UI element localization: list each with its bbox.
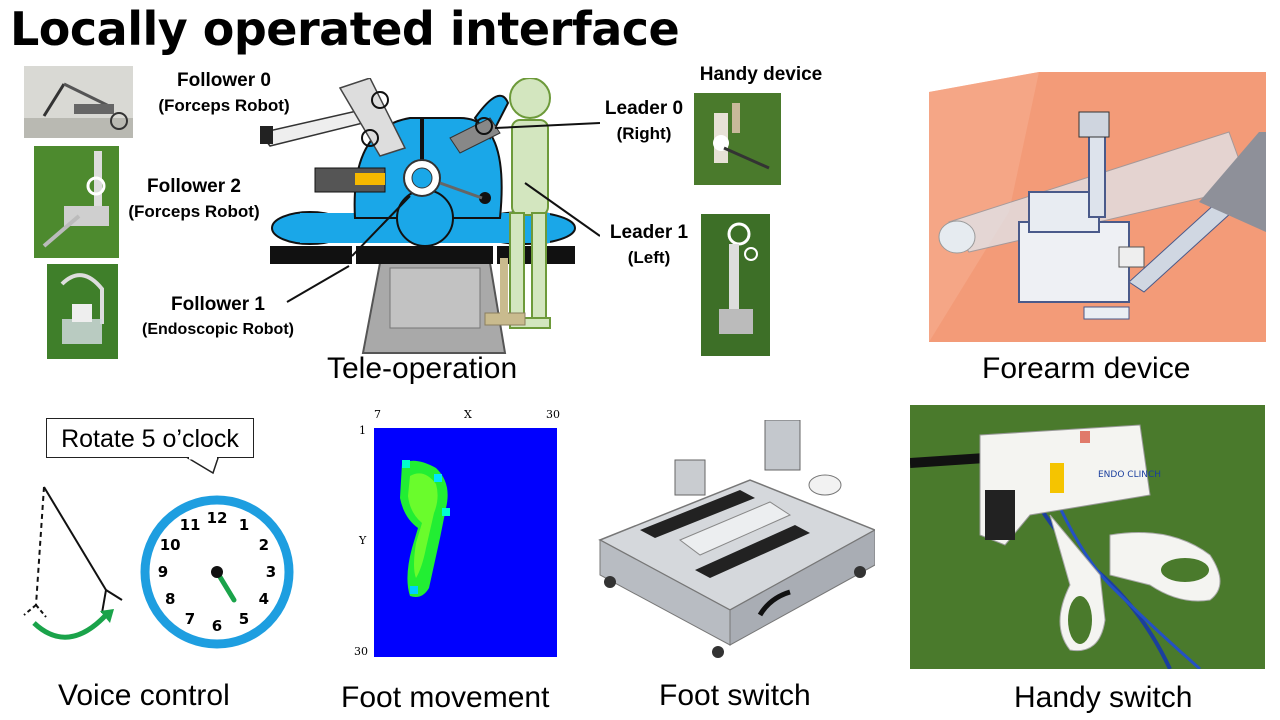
follower-2-sub: (Forceps Robot) bbox=[128, 202, 260, 221]
x-axis-min: 7 bbox=[374, 408, 381, 421]
follower-1-photo bbox=[47, 264, 118, 359]
clock-number: 8 bbox=[165, 590, 175, 608]
clock-number: 7 bbox=[185, 610, 195, 628]
follower-0-robot-image bbox=[24, 82, 133, 138]
follower-2-name: Follower 2 bbox=[147, 176, 241, 197]
foot-movement-caption: Foot movement bbox=[341, 681, 550, 714]
foot-switch-caption: Foot switch bbox=[659, 679, 811, 712]
teleop-diagram bbox=[260, 78, 600, 354]
leader-0-label: Leader 0 (Right) bbox=[598, 96, 690, 146]
handy-switch-label-text: ENDO CLINCH bbox=[1098, 470, 1161, 480]
follower-2-label: Follower 2 (Forceps Robot) bbox=[128, 174, 260, 224]
forearm-device-render bbox=[929, 72, 1266, 342]
teleop-caption: Tele-operation bbox=[327, 352, 518, 385]
leader-1-name: Leader 1 bbox=[609, 222, 689, 243]
x-axis-label: X bbox=[464, 408, 472, 421]
clock-number: 12 bbox=[207, 509, 228, 527]
clock-number: 2 bbox=[259, 536, 269, 554]
foot-pressure-shape bbox=[400, 460, 450, 597]
clock-number: 4 bbox=[259, 590, 269, 608]
clock-number: 5 bbox=[239, 610, 249, 628]
leader-0-device-image bbox=[713, 103, 770, 170]
handy-switch-caption: Handy switch bbox=[1014, 681, 1193, 714]
follower-2-robot-image bbox=[42, 151, 109, 248]
clock-number: 1 bbox=[239, 516, 249, 534]
leader-1-label: Leader 1 (Left) bbox=[603, 220, 695, 270]
x-axis-max: 30 bbox=[546, 408, 560, 421]
clock-number: 6 bbox=[212, 617, 222, 635]
clock-number: 9 bbox=[158, 563, 168, 581]
follower-1-pointer bbox=[286, 265, 350, 303]
leader-0-name: Leader 0 bbox=[604, 98, 684, 119]
follower-1-name: Follower 1 bbox=[171, 294, 265, 315]
follower-2-photo bbox=[34, 146, 119, 258]
clock-number: 11 bbox=[180, 516, 201, 534]
y-axis-max: 30 bbox=[354, 645, 368, 658]
follower-1-label: Follower 1 (Endoscopic Robot) bbox=[136, 292, 300, 342]
y-axis-label: Y bbox=[359, 534, 367, 547]
leader-0-photo bbox=[694, 93, 781, 185]
leader-1-device-image bbox=[719, 222, 758, 334]
foot-switch-image bbox=[598, 420, 875, 658]
follower-1-robot-image bbox=[60, 273, 104, 344]
foot-heatmap bbox=[374, 428, 557, 657]
page-title: Locally operated interface bbox=[10, 2, 680, 56]
clock-number: 10 bbox=[160, 536, 181, 554]
handy-switch-image: ENDO CLINCH bbox=[910, 424, 1221, 669]
leader-1-sub: (Left) bbox=[627, 248, 671, 267]
follower-0-name: Follower 0 bbox=[177, 70, 271, 91]
follower-0-sub: (Forceps Robot) bbox=[158, 96, 290, 115]
forearm-caption: Forearm device bbox=[982, 352, 1191, 385]
follower-0-label: Follower 0 (Forceps Robot) bbox=[158, 68, 290, 118]
handy-switch-photo: ENDO CLINCH bbox=[910, 405, 1265, 669]
follower-1-sub: (Endoscopic Robot) bbox=[142, 321, 294, 338]
forearm-device-image bbox=[929, 72, 1266, 342]
voice-diagram bbox=[23, 456, 220, 640]
leader-0-sub: (Right) bbox=[616, 124, 672, 143]
leader-1-photo bbox=[701, 214, 770, 356]
follower-0-photo bbox=[24, 66, 133, 138]
voice-caption: Voice control bbox=[58, 679, 230, 712]
handy-device-label: Handy device bbox=[699, 64, 823, 85]
clock-number: 3 bbox=[266, 563, 276, 581]
y-axis-min: 1 bbox=[359, 424, 366, 437]
voice-speech-bubble: Rotate 5 o’clock bbox=[46, 418, 254, 458]
